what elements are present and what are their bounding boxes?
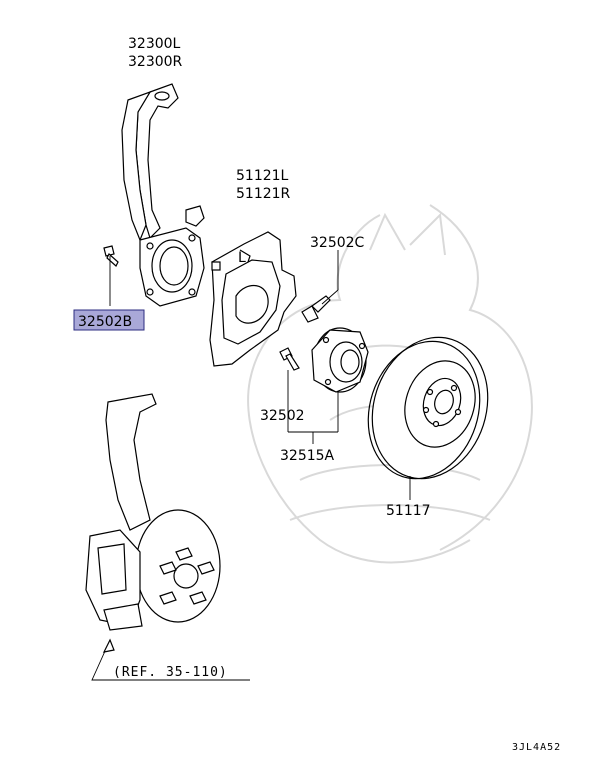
label-51117[interactable]: 51117 bbox=[386, 503, 431, 519]
bolt-32502[interactable] bbox=[279, 347, 300, 432]
label-32502[interactable]: 32502 bbox=[260, 408, 305, 424]
label-reference[interactable]: (REF. 35-110) bbox=[113, 665, 228, 680]
reference-assembly[interactable] bbox=[85, 393, 250, 681]
label-51121l[interactable]: 51121L bbox=[236, 168, 289, 184]
label-32502c[interactable]: 32502C bbox=[310, 235, 365, 251]
dust-cover-side-mark: L bbox=[238, 250, 246, 266]
steering-knuckle-top[interactable] bbox=[121, 83, 205, 307]
dust-cover-part[interactable]: L bbox=[209, 231, 297, 367]
bolt-32502c[interactable] bbox=[301, 250, 339, 323]
label-32300r[interactable]: 32300R bbox=[128, 54, 183, 70]
bolt-32502b[interactable] bbox=[103, 245, 119, 306]
label-51121r[interactable]: 51121R bbox=[236, 186, 291, 202]
highlight-box bbox=[73, 309, 145, 331]
label-32502b[interactable]: 32502B bbox=[78, 314, 132, 330]
hub-assembly-part[interactable] bbox=[288, 327, 369, 444]
label-32300l[interactable]: 32300L bbox=[128, 36, 181, 52]
label-32515a[interactable]: 32515A bbox=[280, 448, 335, 464]
diagram-code: 3JL4A52 bbox=[512, 742, 561, 753]
brake-rotor-part[interactable] bbox=[351, 322, 505, 500]
